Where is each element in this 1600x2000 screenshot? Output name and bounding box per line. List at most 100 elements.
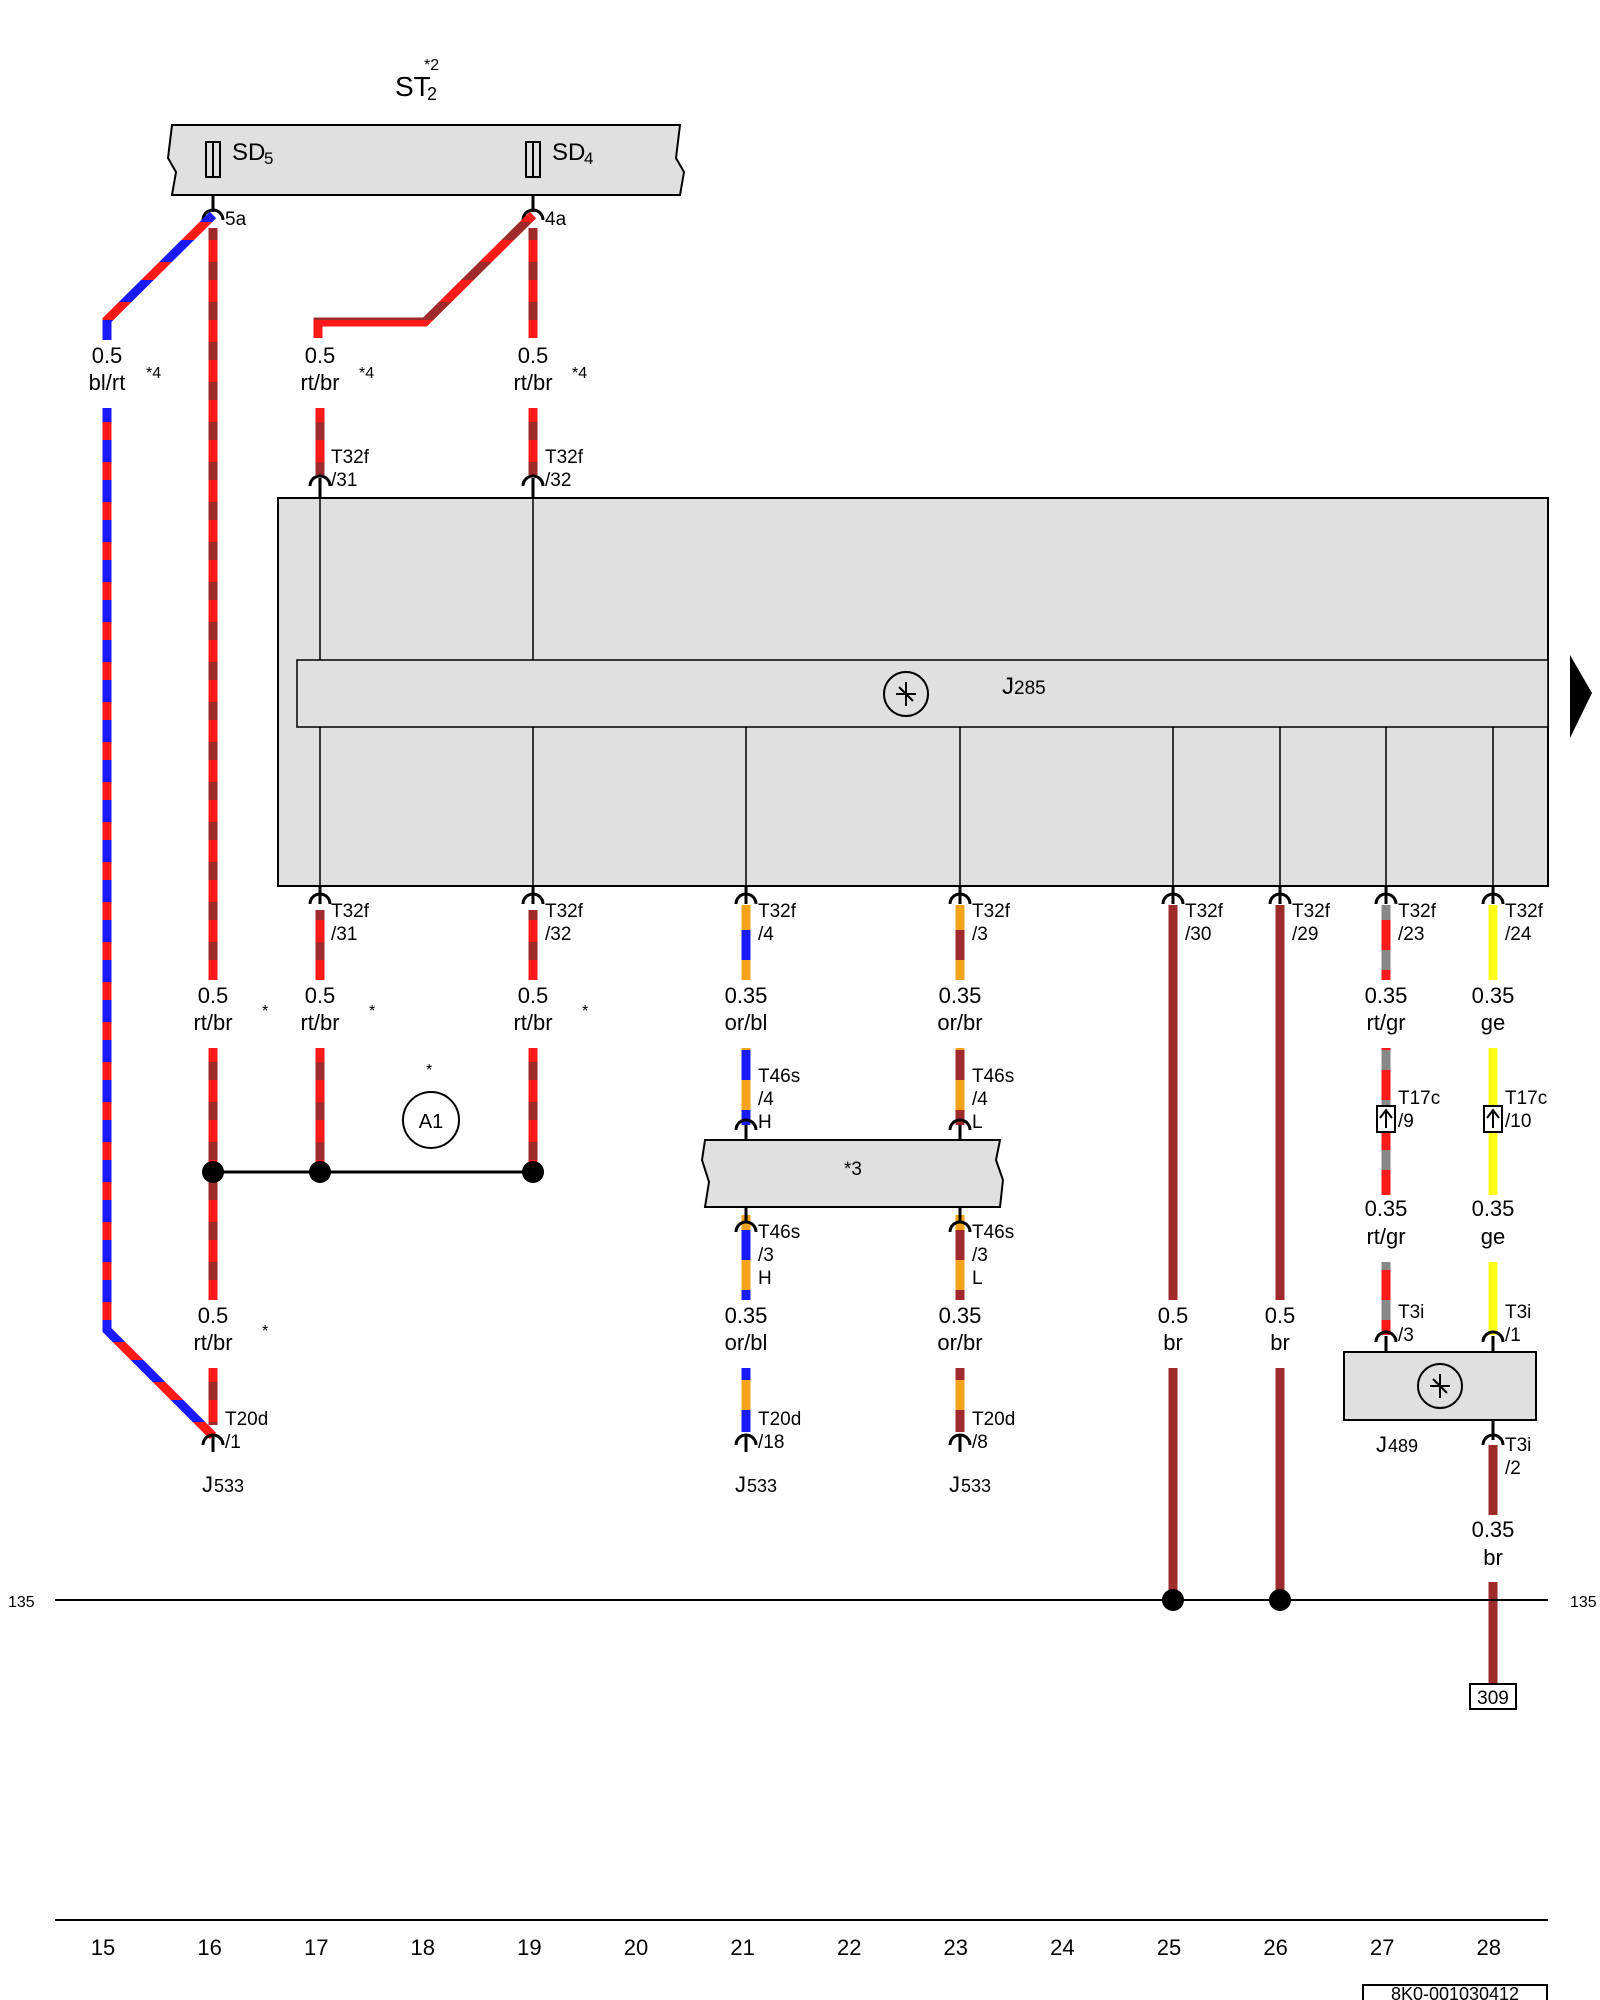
wire-27-low-size: 0.35 [1365, 1196, 1408, 1221]
pin-4a-label: 4a [545, 209, 567, 230]
t32f-24-name: T32f [1505, 901, 1544, 922]
wire-16-low-note: * [262, 1323, 268, 1340]
ref-309-box [1469, 1683, 1517, 1710]
t17c-10-arrow-icon [1486, 1108, 1500, 1128]
j533-label-23: J [949, 1472, 960, 1497]
j285-bottom-pin-icons [308, 886, 1505, 905]
t32f-30-pin: /30 [1185, 924, 1211, 945]
wire-blrt-size: 0.5 [92, 343, 123, 368]
fuse-sd4-label: SD [552, 139, 585, 166]
wire-19-mid-note: * [582, 1003, 588, 1020]
wire-19-top-size: 0.5 [518, 343, 549, 368]
a1-label: A1 [419, 1111, 443, 1133]
t46s-4-h-name: T46s [758, 1066, 800, 1087]
j533-sub-21: 533 [747, 1476, 777, 1496]
t32f-3-name: T32f [972, 901, 1011, 922]
t32f-29-name: T32f [1292, 901, 1331, 922]
box-3 [700, 1139, 1005, 1208]
t32f-23-pin: /23 [1398, 924, 1424, 945]
t20d-18-name: T20d [758, 1409, 801, 1430]
wire-23-low-color: or/br [937, 1330, 982, 1355]
t46s-4-h-sig: H [758, 1112, 772, 1133]
t20d-1-pin: /1 [225, 1432, 241, 1453]
wire-21-low-size: 0.35 [725, 1303, 768, 1328]
wire-25-color: br [1163, 1330, 1183, 1355]
j489-sub: 489 [1388, 1436, 1418, 1456]
t20d-8-name: T20d [972, 1409, 1015, 1430]
t17c-10-pin: /10 [1505, 1111, 1531, 1132]
j285-top-pin-icons [308, 474, 545, 498]
splice-16 [202, 1161, 224, 1183]
wire-16-mid-size: 0.5 [198, 983, 229, 1008]
wire-19-mid-size: 0.5 [518, 983, 549, 1008]
fuse-strip [166, 124, 686, 196]
axis-label-28: 28 [1477, 1935, 1501, 1960]
wire-bl-rt-upper [102, 211, 217, 340]
t3i-3-name: T3i [1398, 1302, 1424, 1323]
doc-number-box [1362, 1984, 1548, 2000]
t46s-3-l-pin: /3 [972, 1245, 988, 1266]
wire-28-low-color: ge [1481, 1224, 1505, 1249]
wire-16-mid-note: * [262, 1003, 268, 1020]
t32f-24-pin: /24 [1505, 924, 1532, 945]
a1-component [402, 1091, 460, 1149]
box-3-label: *3 [844, 1159, 862, 1180]
t3i-1-pin: /1 [1505, 1325, 1521, 1346]
axis-label-17: 17 [304, 1935, 328, 1960]
axis-label-20: 20 [624, 1935, 648, 1960]
t17c-9-pin: /9 [1398, 1111, 1414, 1132]
ground-ref-left: 135 [8, 1594, 35, 1611]
wire-28-bottom-size: 0.35 [1472, 1517, 1515, 1542]
j489-transistor-mark [1430, 1374, 1450, 1398]
wire-21-low-color: or/bl [725, 1330, 768, 1355]
t32f-3-pin: /3 [972, 924, 988, 945]
wire-27-low-color: rt/gr [1366, 1224, 1405, 1249]
t3i-1-name: T3i [1505, 1302, 1531, 1323]
title-st: ST [395, 71, 431, 102]
a1-note: * [426, 1062, 432, 1079]
fuse-sd4-sub: 4 [584, 149, 593, 168]
axis-label-26: 26 [1263, 1935, 1287, 1960]
wire-19-mid-color: rt/br [513, 1010, 552, 1035]
wire-17-mid-note: * [369, 1003, 375, 1020]
t32f-32-top-pin: /32 [545, 470, 571, 491]
t32f-23-name: T32f [1398, 901, 1437, 922]
wire-17-top-color: rt/br [300, 370, 339, 395]
t32f-31-pin: /31 [331, 924, 357, 945]
j489-label: J [1376, 1432, 1387, 1457]
continue-right-arrow-icon [1570, 655, 1592, 738]
axis-label-16: 16 [197, 1935, 221, 1960]
t46s-3-h-pin: /3 [758, 1245, 774, 1266]
j533-label-21: J [735, 1472, 746, 1497]
wire-28-mid-color: ge [1481, 1010, 1505, 1035]
t46s-4-l-sig: L [972, 1112, 983, 1133]
wire-16-mid-color: rt/br [193, 1010, 232, 1035]
t20d-8-pin: /8 [972, 1432, 988, 1453]
j285-transistor-icon [883, 671, 929, 717]
wire-19-top-color: rt/br [513, 370, 552, 395]
ground-ref-right: 135 [1570, 1594, 1597, 1611]
wire-16-low-size: 0.5 [198, 1303, 229, 1328]
wire-19-top-note: *4 [572, 365, 587, 382]
j285-label: J [1002, 673, 1014, 700]
t20d-1-name: T20d [225, 1409, 268, 1430]
connector-pin-icons [201, 1118, 1505, 1452]
wire-17-mid-color: rt/br [300, 1010, 339, 1035]
wire-26-color: br [1270, 1330, 1290, 1355]
wire-21-mid-size: 0.35 [725, 983, 768, 1008]
t32f-32-top-name: T32f [545, 447, 584, 468]
t3i-3-pin: /3 [1398, 1325, 1414, 1346]
axis-label-22: 22 [837, 1935, 861, 1960]
ground-splice-25 [1162, 1589, 1184, 1611]
wire-blrt-color: bl/rt [89, 370, 126, 395]
ground-splice-26 [1269, 1589, 1291, 1611]
axis-label-27: 27 [1370, 1935, 1394, 1960]
wire-16-low-color: rt/br [193, 1330, 232, 1355]
t32f-32-pin: /32 [545, 924, 571, 945]
title-st-sub: 2 [427, 84, 437, 104]
j533-label-16: J [202, 1472, 213, 1497]
t32f-32-name: T32f [545, 901, 584, 922]
t46s-3-h-name: T46s [758, 1222, 800, 1243]
